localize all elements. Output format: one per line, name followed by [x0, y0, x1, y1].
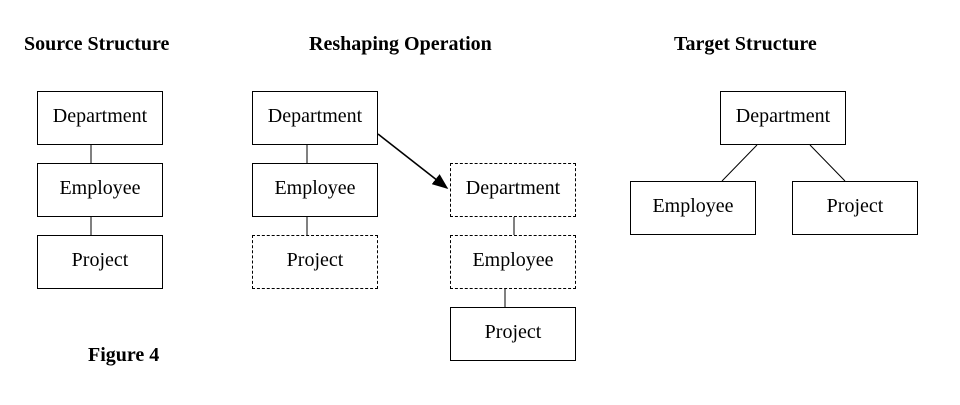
target-project-box: Project — [792, 181, 918, 235]
target-department-box: Department — [720, 91, 846, 145]
target-structure-heading: Target Structure — [674, 33, 817, 55]
source-employee-label: Employee — [59, 176, 141, 199]
reshape-right-department-label: Department — [465, 176, 561, 199]
source-project-label: Project — [71, 248, 129, 271]
reshape-left-employee-label: Employee — [274, 176, 356, 199]
reshape-left-project-box: Project — [252, 235, 378, 289]
reshape-right-employee-label: Employee — [472, 248, 554, 271]
source-employee-box: Employee — [37, 163, 163, 217]
reshape-right-department-box: Department — [450, 163, 576, 217]
reshaping-operation-heading: Reshaping Operation — [309, 33, 492, 55]
reshape-left-employee-box: Employee — [252, 163, 378, 217]
target-dept-project-link — [809, 144, 846, 182]
figure-caption: Figure 4 — [88, 344, 160, 366]
reshape-right-employee-box: Employee — [450, 235, 576, 289]
source-department-box: Department — [37, 91, 163, 145]
target-employee-box: Employee — [630, 181, 756, 235]
reshape-arrow — [377, 133, 449, 189]
source-department-label: Department — [52, 104, 148, 127]
target-dept-employee-link — [721, 144, 758, 182]
reshape-right-project-box: Project — [450, 307, 576, 361]
target-project-label: Project — [826, 194, 884, 217]
target-employee-label: Employee — [652, 194, 734, 217]
source-structure-heading: Source Structure — [24, 33, 170, 55]
source-project-box: Project — [37, 235, 163, 289]
reshape-right-project-label: Project — [484, 320, 542, 343]
target-department-label: Department — [735, 104, 831, 127]
reshape-left-department-label: Department — [267, 104, 363, 127]
reshape-left-department-box: Department — [252, 91, 378, 145]
reshape-left-project-label: Project — [286, 248, 344, 271]
